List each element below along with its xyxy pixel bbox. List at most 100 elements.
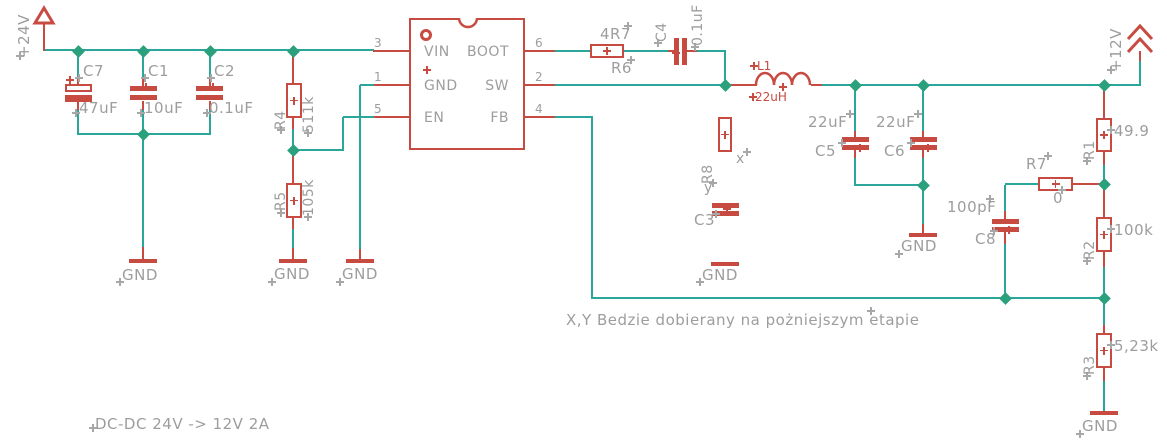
gnd-label-4[interactable]: GND xyxy=(702,266,738,284)
r7-ref[interactable]: R7 xyxy=(1026,155,1047,173)
gnd-label-3[interactable]: GND xyxy=(342,265,378,283)
wire-segment[interactable] xyxy=(854,150,856,159)
wire-segment[interactable] xyxy=(292,118,294,129)
r2-ref[interactable]: R2 xyxy=(1082,240,1098,260)
wire-segment[interactable] xyxy=(1103,368,1105,381)
wire-segment[interactable] xyxy=(525,116,556,118)
r3-ref[interactable]: R3 xyxy=(1082,355,1098,375)
r5-value[interactable]: 105k xyxy=(301,179,317,216)
gnd-label-6[interactable]: GND xyxy=(1082,417,1118,435)
wire-segment[interactable] xyxy=(1073,183,1105,185)
wire-segment[interactable] xyxy=(525,84,556,86)
wire-segment[interactable] xyxy=(555,84,726,86)
r7-value[interactable]: 0 xyxy=(1053,189,1064,207)
r4-value[interactable]: 511k xyxy=(301,96,317,133)
wire-segment[interactable] xyxy=(343,116,374,118)
r6-value[interactable]: 4R7 xyxy=(600,25,632,43)
wire-segment[interactable] xyxy=(359,85,361,249)
c6-value[interactable]: 22uF xyxy=(876,113,916,131)
wire-segment[interactable] xyxy=(292,150,294,185)
capacitor-C4[interactable] xyxy=(682,38,687,65)
wire-segment[interactable] xyxy=(1103,184,1105,218)
wire-segment[interactable] xyxy=(1103,165,1105,185)
wire-segment[interactable] xyxy=(209,110,211,135)
wire-segment[interactable] xyxy=(1103,267,1105,299)
r6-ref[interactable]: R6 xyxy=(611,59,632,77)
gnd-symbol[interactable] xyxy=(279,259,307,263)
capacitor-C1[interactable] xyxy=(130,95,157,100)
wire-segment[interactable] xyxy=(142,79,144,86)
supply-24v-arrow-icon[interactable] xyxy=(32,5,56,26)
capacitor-C6[interactable] xyxy=(910,145,937,150)
wire-segment[interactable] xyxy=(77,79,79,86)
gnd-symbol[interactable] xyxy=(346,259,374,263)
wire-segment[interactable] xyxy=(922,185,924,224)
wire-segment[interactable] xyxy=(1139,51,1141,61)
wire-segment[interactable] xyxy=(592,297,1105,299)
wire-segment[interactable] xyxy=(1004,211,1006,220)
wire-segment[interactable] xyxy=(142,134,144,247)
r2-value[interactable]: 100k xyxy=(1114,221,1154,239)
wire-segment[interactable] xyxy=(1104,84,1141,86)
wire-segment[interactable] xyxy=(1004,185,1006,211)
c8-ref[interactable]: C8 xyxy=(975,230,997,248)
wire-segment[interactable] xyxy=(77,102,79,110)
gnd-symbol[interactable] xyxy=(909,233,937,237)
wire-segment[interactable] xyxy=(555,50,591,52)
r3-value[interactable]: 5,23k xyxy=(1114,337,1159,355)
inductor-L1[interactable] xyxy=(754,71,814,86)
wire-segment[interactable] xyxy=(1103,325,1105,334)
wire-segment[interactable] xyxy=(373,84,410,86)
capacitor-C7[interactable] xyxy=(65,95,92,102)
wire-segment[interactable] xyxy=(360,84,374,86)
capacitor-C6[interactable] xyxy=(910,137,937,142)
gnd-label-2[interactable]: GND xyxy=(274,265,310,283)
wire-segment[interactable] xyxy=(854,158,856,186)
capacitor-C3[interactable] xyxy=(712,203,739,208)
wire-segment[interactable] xyxy=(922,150,924,159)
c8-value[interactable]: 100pF xyxy=(947,198,997,216)
wire-segment[interactable] xyxy=(922,85,924,131)
wire-segment[interactable] xyxy=(591,117,593,299)
gnd-label-1[interactable]: GND xyxy=(122,266,158,284)
supply-12v-arrow-icon[interactable] xyxy=(1126,23,1154,55)
note-text[interactable]: X,Y Bedzie dobierany na pożniejszym etap… xyxy=(566,311,920,329)
gnd-symbol[interactable] xyxy=(711,262,739,266)
wire-segment[interactable] xyxy=(1004,232,1006,244)
wire-segment[interactable] xyxy=(292,129,294,151)
wire-segment[interactable] xyxy=(209,51,211,79)
caption-text[interactable]: DC-DC 24V -> 12V 2A xyxy=(95,415,270,433)
wire-segment[interactable] xyxy=(209,101,211,110)
c4-value[interactable]: 0.1uF xyxy=(690,4,706,46)
wire-segment[interactable] xyxy=(43,24,45,51)
c3-value[interactable]: y xyxy=(704,180,713,196)
wire-segment[interactable] xyxy=(292,51,294,84)
wire-segment[interactable] xyxy=(811,84,823,86)
wire-segment[interactable] xyxy=(292,218,294,229)
capacitor-C2[interactable] xyxy=(196,95,223,100)
wire-segment[interactable] xyxy=(668,50,675,52)
wire-segment[interactable] xyxy=(209,79,211,86)
wire-segment[interactable] xyxy=(697,50,726,52)
c1-value[interactable]: 10uF xyxy=(144,99,184,117)
wire-segment[interactable] xyxy=(724,51,726,86)
r1-value[interactable]: 49.9 xyxy=(1114,122,1150,140)
wire-segment[interactable] xyxy=(854,131,856,138)
c5-ref[interactable]: C5 xyxy=(815,142,837,160)
wire-segment[interactable] xyxy=(1103,298,1105,325)
c2-value[interactable]: 0.1uF xyxy=(209,99,254,117)
r8-value[interactable]: x xyxy=(736,151,745,167)
wire-segment[interactable] xyxy=(525,50,556,52)
wire-segment[interactable] xyxy=(922,131,924,138)
wire-segment[interactable] xyxy=(142,51,144,79)
capacitor-C3[interactable] xyxy=(712,211,739,216)
wire-segment[interactable] xyxy=(359,249,361,260)
wire-segment[interactable] xyxy=(1103,252,1105,267)
wire-segment[interactable] xyxy=(555,116,593,118)
c6-ref[interactable]: C6 xyxy=(884,142,906,160)
wire-segment[interactable] xyxy=(854,85,856,131)
wire-segment[interactable] xyxy=(1004,244,1006,299)
wire-segment[interactable] xyxy=(687,50,698,52)
wire-segment[interactable] xyxy=(342,117,344,151)
supply-12v-label[interactable]: +12V xyxy=(1107,28,1125,72)
